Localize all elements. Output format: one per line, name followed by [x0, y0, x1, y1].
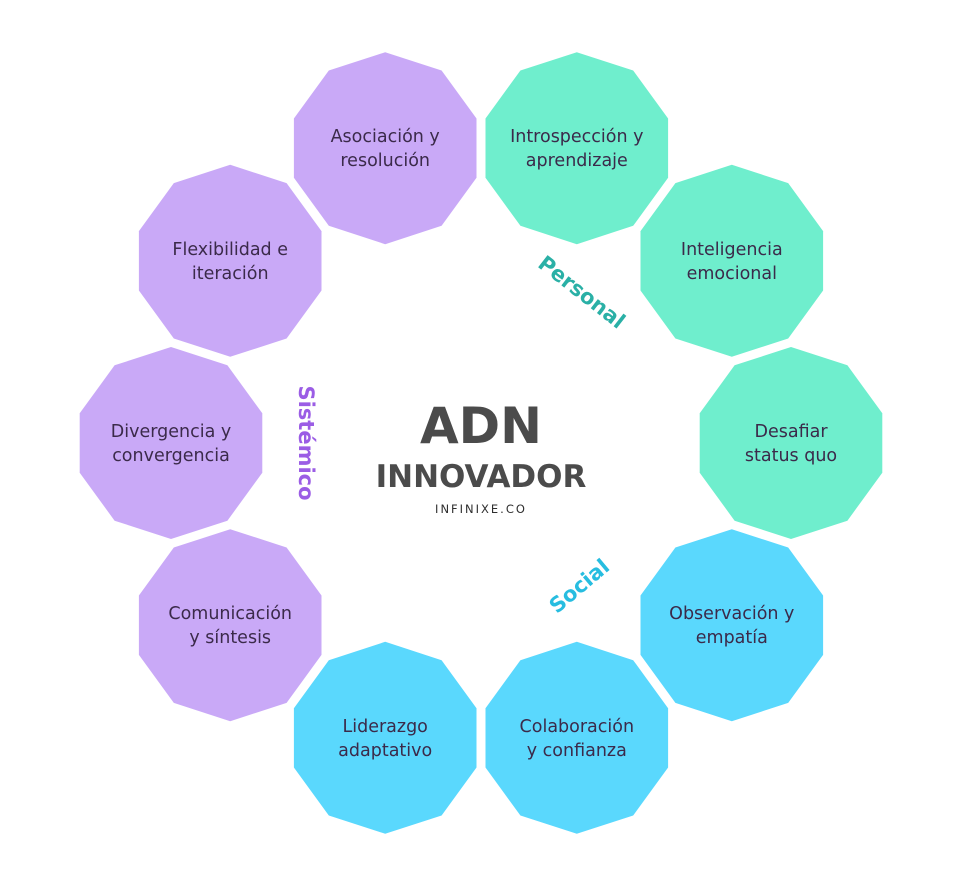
node-sistemico: Comunicación y síntesis — [138, 529, 322, 722]
node-label: Flexibilidad e iteración — [172, 240, 288, 284]
node-label: Colaboración y confianza — [520, 717, 635, 761]
node-shape — [79, 347, 263, 539]
node-label-line: Observación y — [669, 604, 794, 624]
node-label-line: Introspección y — [510, 127, 643, 147]
node-label-line: Asociación y — [331, 127, 440, 147]
node-shape — [485, 641, 669, 834]
node-label: Divergencia y convergencia — [111, 422, 231, 466]
node-label-line: convergencia — [112, 446, 230, 466]
node-label-line: resolución — [340, 151, 430, 171]
group-label-sistemico: Sistémico — [294, 385, 318, 500]
node-personal: Inteligencia emocional — [640, 164, 824, 357]
node-social: Colaboración y confianza — [485, 641, 669, 834]
node-label-line: Desafiar — [754, 422, 828, 442]
node-label-line: Liderazgo — [342, 717, 427, 737]
node-label: Desafiar status quo — [745, 422, 837, 466]
node-sistemico: Divergencia y convergencia — [79, 347, 263, 539]
node-shape — [293, 641, 477, 834]
node-label-line: iteración — [192, 264, 269, 284]
node-shape — [138, 164, 322, 357]
node-label: Observación y empatía — [669, 604, 794, 648]
node-label: Inteligencia emocional — [681, 240, 783, 284]
node-label-line: y síntesis — [189, 628, 271, 648]
node-label-line: Divergencia y — [111, 422, 231, 442]
center-brand: INFINIXE.CO — [435, 502, 527, 516]
node-sistemico: Flexibilidad e iteración — [138, 164, 322, 357]
center-subtitle: INNOVADOR — [376, 459, 587, 495]
node-shape — [485, 52, 669, 245]
group-label-personal: Personal — [534, 251, 630, 333]
node-label: Asociación y resolución — [331, 127, 440, 171]
node-label-line: Comunicación — [168, 604, 292, 624]
node-personal: Introspección y aprendizaje — [485, 52, 669, 245]
group-label-social: Social — [545, 554, 614, 618]
node-sistemico: Asociación y resolución — [293, 52, 477, 245]
node-social: Liderazgo adaptativo — [293, 641, 477, 834]
node-shape — [640, 529, 824, 722]
node-label: Liderazgo adaptativo — [338, 717, 432, 761]
node-label-line: y confianza — [527, 741, 627, 761]
node-label-line: status quo — [745, 446, 837, 466]
node-shape — [138, 529, 322, 722]
center-title: ADN — [420, 397, 542, 455]
node-label: Comunicación y síntesis — [168, 604, 292, 648]
node-social: Observación y empatía — [640, 529, 824, 722]
node-personal: Desafiar status quo — [699, 347, 883, 539]
node-label-line: emocional — [687, 264, 777, 284]
node-label: Introspección y aprendizaje — [510, 127, 643, 171]
node-shape — [293, 52, 477, 245]
node-label-line: aprendizaje — [526, 151, 628, 171]
node-shape — [640, 164, 824, 357]
node-label-line: Flexibilidad e — [172, 240, 288, 260]
node-label-line: empatía — [696, 628, 768, 648]
node-shape — [699, 347, 883, 539]
node-label-line: Colaboración — [520, 717, 635, 737]
center-title-group: ADN INNOVADOR INFINIXE.CO — [376, 397, 587, 516]
node-label-line: adaptativo — [338, 741, 432, 761]
node-label-line: Inteligencia — [681, 240, 783, 260]
